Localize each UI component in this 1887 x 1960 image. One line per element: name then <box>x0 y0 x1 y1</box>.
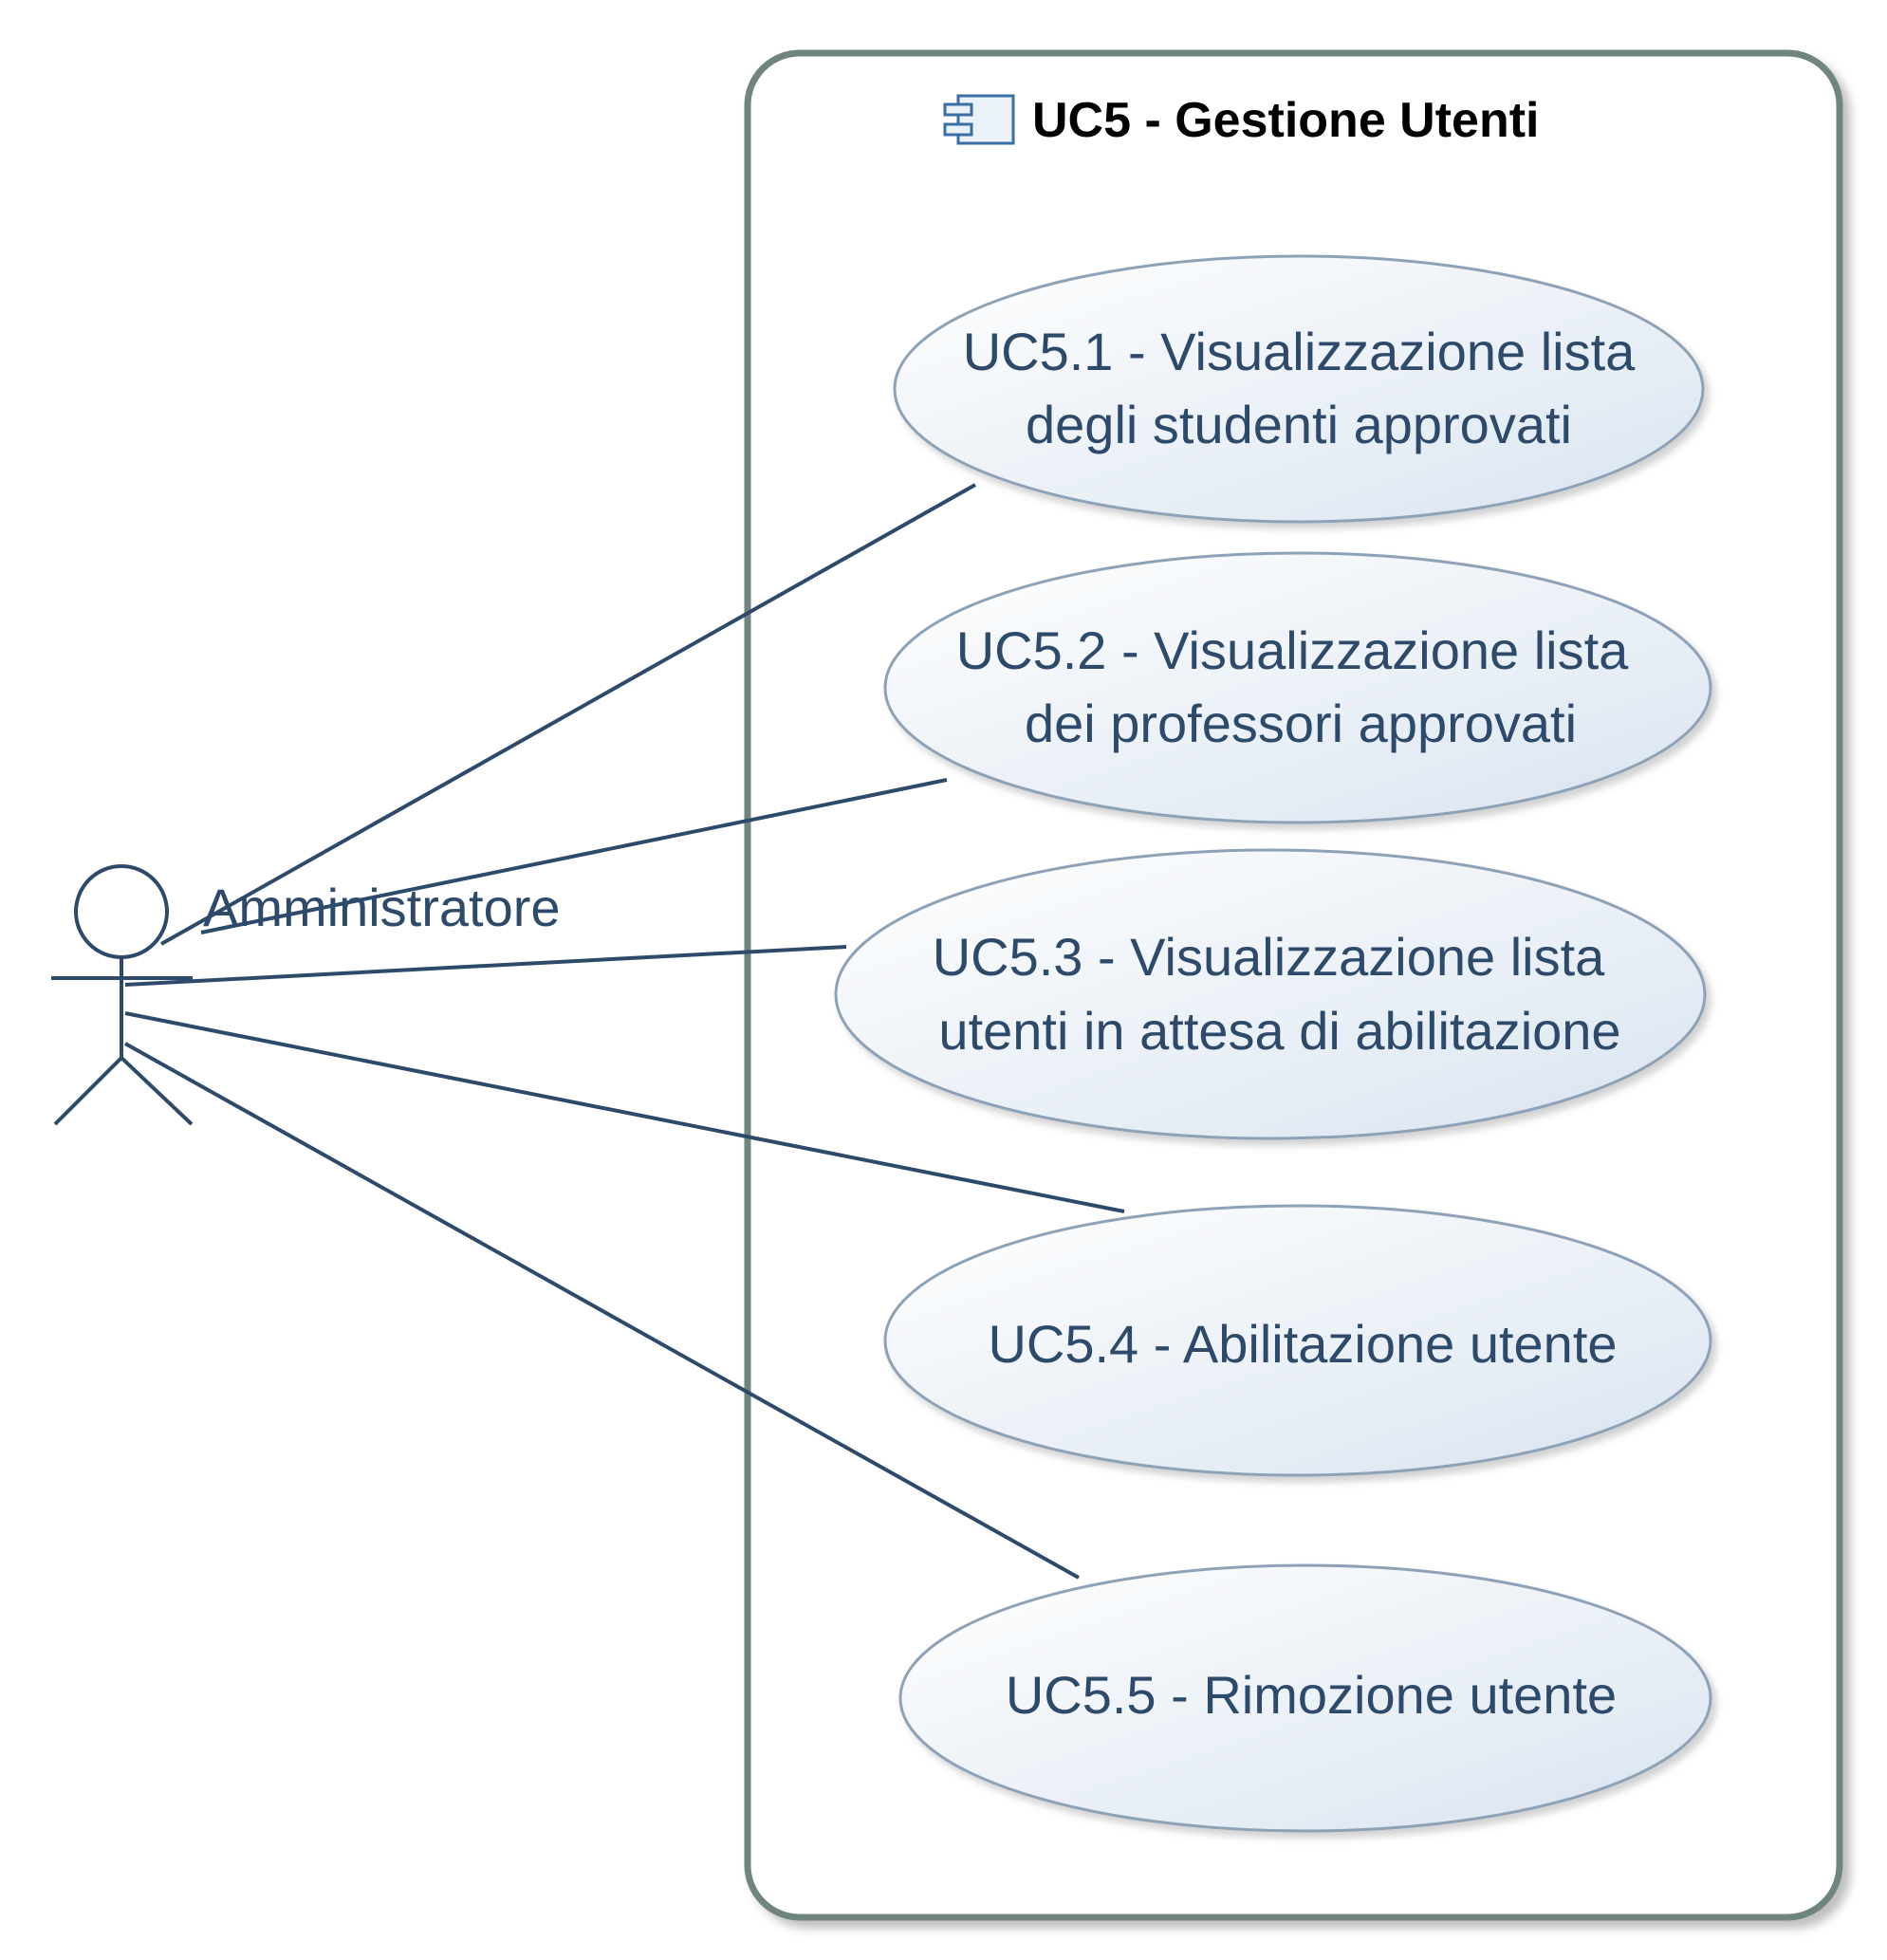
use-case-label-line-1: UC5.3 - Visualizzazione lista <box>933 927 1605 987</box>
use-case-label: UC5.5 - Rimozione utente <box>1006 1665 1617 1725</box>
use-case-uc5-3[interactable]: UC5.3 - Visualizzazione lista utenti in … <box>834 848 1707 1140</box>
use-case-label-line-2: degli studenti approvati <box>1026 395 1572 454</box>
association-line-uc5-2[interactable] <box>200 778 948 934</box>
use-cases: UC5.1 - Visualizzazione lista degli stud… <box>834 254 1712 1833</box>
use-case-ellipse <box>883 1204 1712 1477</box>
associations <box>124 483 1125 1580</box>
actor-amministratore[interactable]: Amministratore <box>51 864 561 1126</box>
association-line-uc5-4[interactable] <box>124 1011 1125 1213</box>
use-case-ellipse <box>883 551 1712 824</box>
use-case-uc5-5[interactable]: UC5.5 - Rimozione utente <box>898 1563 1712 1833</box>
use-case-label: UC5.4 - Abilitazione utente <box>988 1314 1617 1374</box>
use-case-label-line-2: utenti in attesa di abilitazione <box>938 1001 1620 1061</box>
association-line-uc5-3[interactable] <box>124 945 847 987</box>
association-line-uc5-5[interactable] <box>124 1042 1080 1580</box>
system-title: UC5 - Gestione Utenti <box>1032 93 1540 148</box>
actor-stick-figure-icon <box>51 864 194 1126</box>
use-case-label-line-1: UC5.2 - Visualizzazione lista <box>956 620 1629 680</box>
use-case-uc5-2[interactable]: UC5.2 - Visualizzazione lista dei profes… <box>883 551 1712 824</box>
use-case-uc5-1[interactable]: UC5.1 - Visualizzazione lista degli stud… <box>893 254 1705 524</box>
use-case-uc5-4[interactable]: UC5.4 - Abilitazione utente <box>883 1204 1712 1477</box>
use-case-ellipse <box>898 1563 1712 1833</box>
actor-name: Amministratore <box>203 878 561 937</box>
component-icon <box>943 94 1015 145</box>
use-case-label-line-1: UC5.1 - Visualizzazione lista <box>963 322 1636 381</box>
association-line-uc5-1[interactable] <box>160 483 976 946</box>
use-case-label-line-2: dei professori approvati <box>1025 693 1577 753</box>
use-case-ellipse <box>893 254 1705 524</box>
use-case-ellipse <box>834 848 1707 1140</box>
